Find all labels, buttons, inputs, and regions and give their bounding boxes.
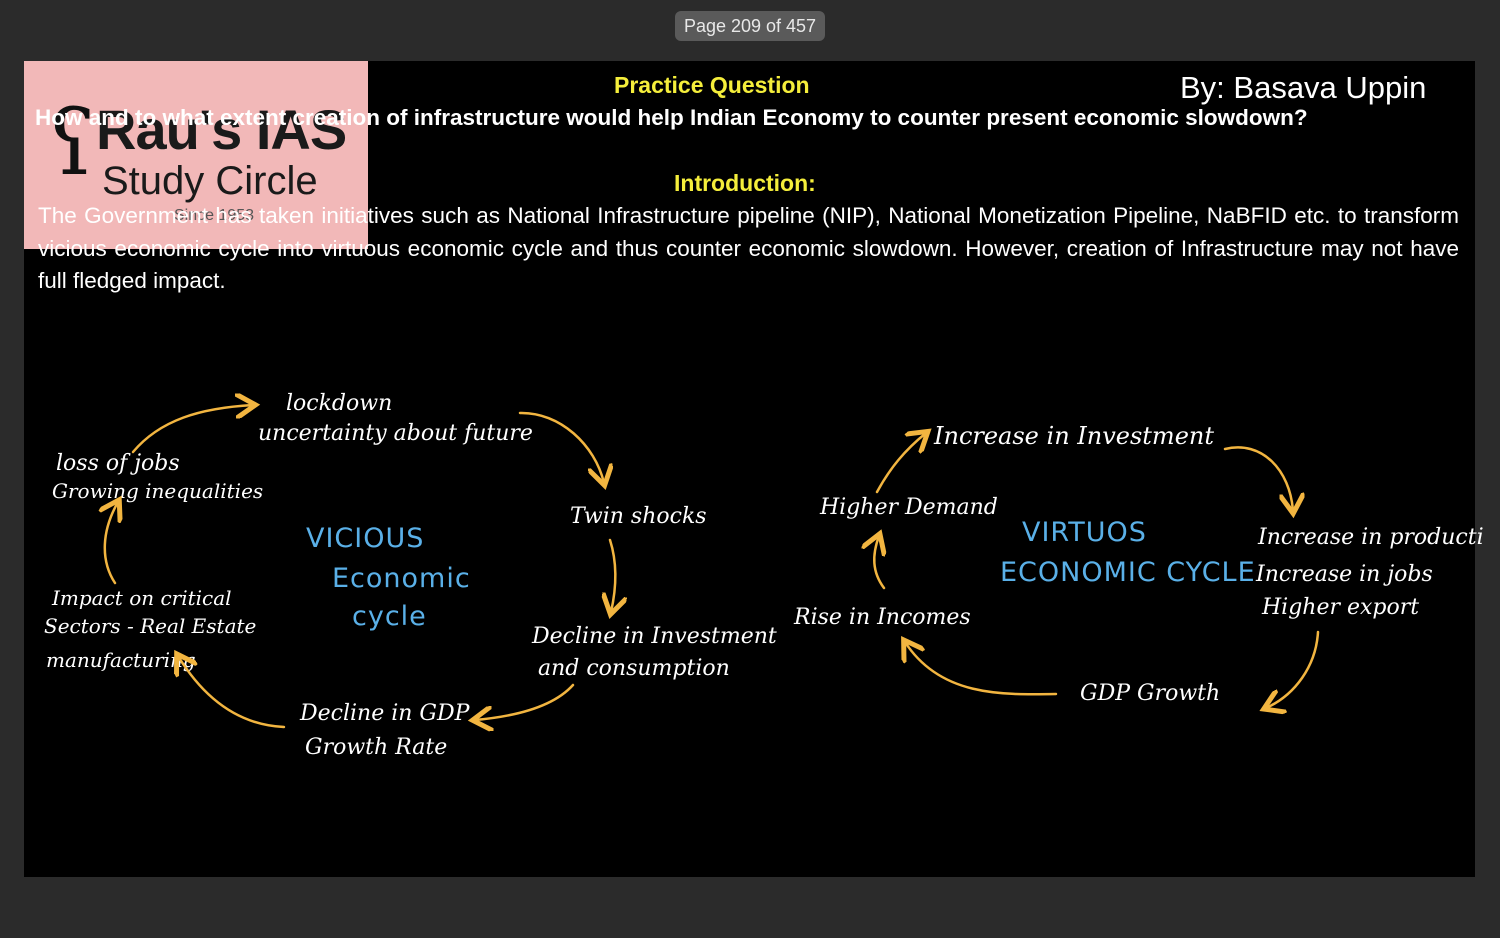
page-indicator: Page 209 of 457 (675, 11, 825, 41)
arrow-decline-inv-to-gdp (475, 683, 575, 720)
logo-since: Since 1953 (174, 207, 255, 224)
intro-paragraph: The Government has taken initiatives suc… (38, 203, 1459, 293)
virtuous-node-investment: Increase in Investment (934, 422, 1214, 450)
virtuous-node-gdp-growth: GDP Growth (1080, 681, 1221, 706)
arrow-investment-to-production (1223, 446, 1293, 511)
intro-heading: Introduction: (674, 170, 816, 196)
vicious-node-inequalities: Growing inequalities (52, 479, 264, 503)
question-text: How and to what extent creation of infra… (35, 105, 1308, 130)
virtuous-title-line1: VIRTUOS (1022, 517, 1147, 548)
arrow-lockdown-to-twin (518, 411, 604, 483)
logo-tagline: Study Circle (102, 159, 318, 203)
vicious-node-lockdown: lockdown (286, 391, 393, 416)
vicious-node-manufacturing: manufacturing (46, 648, 196, 672)
author-credit: By: Basava Uppin (1180, 70, 1427, 105)
logo-brand-name: Rau's IAS (96, 98, 347, 161)
arrow-impact-to-loss (105, 502, 118, 585)
vicious-node-decline-gdp: Decline in GDP (300, 701, 470, 726)
logo-swirl-icon: ʕ (48, 91, 97, 196)
vicious-node-loss-jobs: loss of jobs (56, 451, 180, 476)
arrow-loss-to-lockdown (131, 405, 253, 454)
vicious-node-growth-rate: Growth Rate (305, 735, 448, 760)
arrow-gdp-to-incomes (905, 642, 1058, 696)
virtuous-node-production: Increase in producti (1258, 525, 1484, 550)
virtuous-title-line2: ECONOMIC CYCLE (1000, 557, 1256, 588)
vicious-title-line1: VICIOUS (306, 523, 425, 554)
arrow-twin-to-decline-inv (610, 538, 615, 612)
brand-logo: ʕ Rau's IAS Study Circle Since 1953 (24, 61, 368, 249)
vicious-node-consumption: and consumption (538, 656, 730, 681)
arrow-gdp-to-impact (178, 656, 286, 729)
vicious-node-twin-shocks: Twin shocks (570, 504, 707, 529)
vicious-node-sectors: Sectors - Real Estate (44, 614, 257, 638)
virtuous-node-demand: Higher Demand (820, 495, 998, 520)
virtuous-node-jobs: Increase in jobs (1256, 562, 1433, 587)
arrow-incomes-to-demand (874, 536, 884, 590)
virtuous-node-export: Higher export (1262, 595, 1420, 620)
vicious-node-uncertainty: uncertainty about future (258, 421, 533, 446)
virtuous-node-incomes: Rise in Incomes (794, 605, 971, 630)
vicious-title-line3: cycle (352, 601, 427, 632)
arrow-demand-to-investment (875, 433, 926, 494)
vicious-node-decline-investment: Decline in Investment (532, 624, 777, 649)
practice-heading: Practice Question (614, 72, 810, 98)
vicious-node-impact: Impact on critical (52, 586, 232, 610)
arrow-production-to-gdp (1266, 630, 1320, 708)
vicious-title-line2: Economic (332, 563, 471, 594)
